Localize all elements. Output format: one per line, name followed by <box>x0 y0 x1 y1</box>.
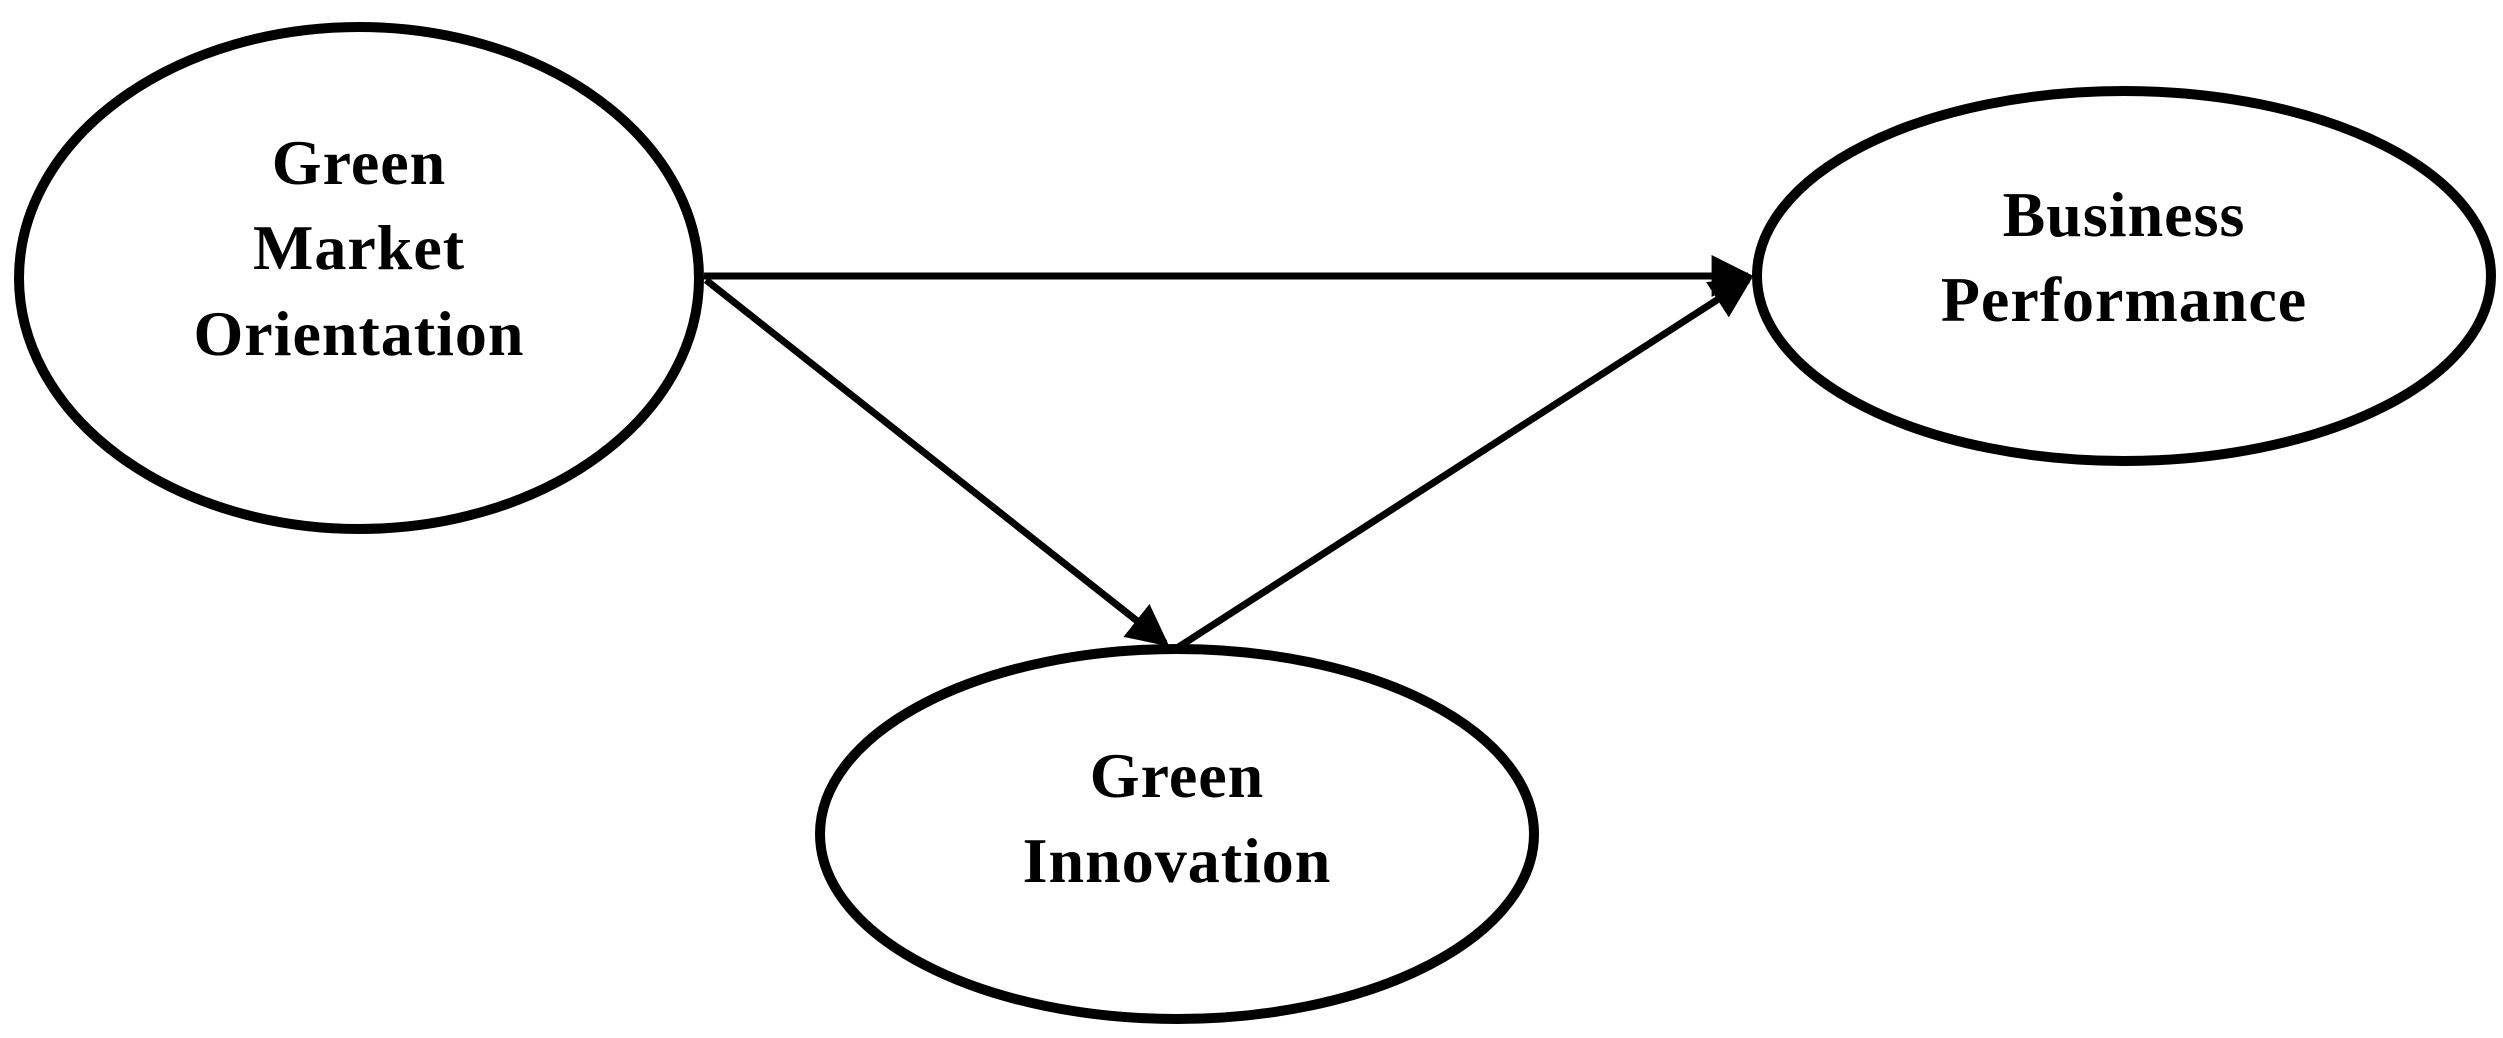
node-label-line: Orientation <box>194 298 525 369</box>
node-green-innovation: Green Innovation <box>815 644 1539 1024</box>
node-label-line: Performance <box>1941 264 2307 335</box>
node-label-line: Business <box>2003 179 2246 250</box>
edge-gi-to-bp <box>1175 276 1753 651</box>
edge-gmo-to-gi <box>703 277 1170 647</box>
node-label-line: Innovation <box>1023 825 1332 896</box>
node-label-line: Green <box>1090 740 1264 811</box>
node-ellipse <box>815 644 1539 1024</box>
node-business-performance: Business Performance <box>1752 86 2496 466</box>
node-label-line: Green <box>272 127 446 198</box>
edges <box>703 255 1754 651</box>
node-ellipse <box>1752 86 2496 466</box>
node-green-market-orientation: Green Market Orientation <box>14 22 704 534</box>
node-label-line: Market <box>253 212 465 283</box>
node-ellipse <box>14 22 704 534</box>
